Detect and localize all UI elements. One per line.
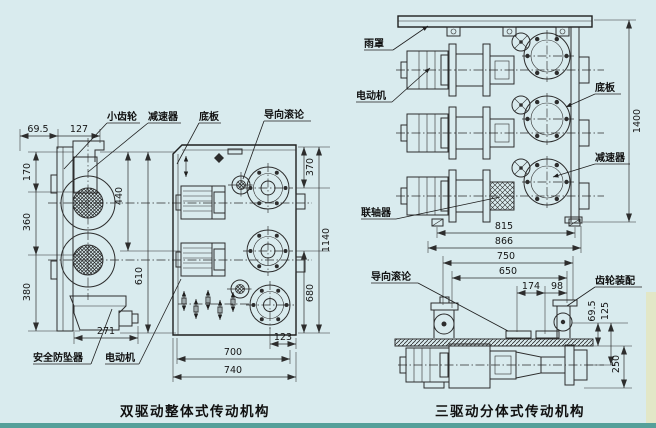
- right-labels: 雨罩 电动机 底板 减速器 联轴器 导向滚论 齿轮装配: [356, 25, 642, 332]
- dim-69-5: 69.5: [27, 124, 48, 135]
- dim-680: 680: [305, 284, 316, 302]
- label-reducer-left: 减速器: [148, 110, 179, 123]
- dim-1400: 1400: [632, 109, 643, 133]
- right-diagram: 69.5 125 250 1400 815 866 750: [356, 15, 643, 420]
- dim-123: 123: [274, 332, 292, 343]
- idler-circle: [227, 279, 253, 299]
- label-motor-left: 电动机: [105, 351, 135, 364]
- label-reducer-right: 减速器: [595, 151, 626, 164]
- dim-360: 360: [22, 213, 33, 231]
- scan-strip-bottom: [0, 423, 656, 428]
- dim-174: 174: [522, 281, 540, 292]
- left-diagram: 69.5 127 170 360 380 271 440 610: [19, 108, 332, 420]
- dim-1140: 1140: [321, 228, 332, 252]
- dim-69-5-right: 69.5: [587, 300, 598, 321]
- motor-plan-upper: [175, 185, 226, 220]
- drive-unit-1: [396, 30, 604, 97]
- dim-98: 98: [551, 281, 563, 292]
- rain-cover-bar: [397, 15, 593, 37]
- right-bottom-view: 69.5 125 250: [394, 296, 632, 389]
- label-base-plate-right: 底板: [595, 81, 616, 94]
- drive-unit-side: [398, 343, 604, 389]
- label-guide-roller-right: 导向滚论: [371, 270, 412, 283]
- pinion-gear-upper: [72, 187, 104, 219]
- label-rain-cover: 雨罩: [364, 38, 384, 50]
- left-dimensions: 69.5 127 170 360 380 271 440 610: [19, 124, 332, 382]
- guide-roller-circle: [228, 172, 254, 198]
- dim-380: 380: [22, 283, 33, 301]
- guide-roller-bracket-right: [552, 299, 578, 338]
- dim-125: 125: [600, 302, 611, 320]
- label-coupling: 联轴器: [361, 206, 392, 219]
- anchor-bolt-symbols: [178, 153, 250, 320]
- dim-866: 866: [495, 236, 513, 247]
- right-dimensions: 1400 815 866 750 650 174 98: [427, 19, 643, 334]
- safety-arrester-device: [69, 295, 139, 331]
- dim-750: 750: [497, 251, 515, 262]
- dim-170: 170: [22, 163, 33, 181]
- reducer-flange-1: [243, 163, 293, 213]
- scan-strip-right: [646, 292, 656, 423]
- dim-650: 650: [499, 266, 517, 277]
- label-safety-arrester: 安全防坠器: [33, 351, 84, 364]
- label-gear-assembly: 齿轮装配: [595, 274, 635, 287]
- drive-unit-2: [396, 93, 604, 160]
- label-small-gear: 小齿轮: [106, 110, 137, 123]
- motor-plan-lower: [175, 242, 226, 277]
- dim-815: 815: [495, 221, 513, 232]
- guide-roller-bracket-left: [430, 296, 459, 338]
- left-plan-view: [172, 144, 306, 336]
- dim-127: 127: [70, 124, 88, 135]
- dim-250: 250: [611, 355, 622, 373]
- dim-700: 700: [224, 347, 242, 358]
- label-base-plate-left: 底板: [199, 110, 220, 123]
- right-caption: 三驱动分体式传动机构: [435, 403, 585, 420]
- drive-unit-3: [396, 156, 604, 227]
- left-labels: 小齿轮 减速器 底板 导向滚论 安全防坠器 电动机: [33, 108, 311, 365]
- dim-610: 610: [134, 267, 145, 285]
- left-side-view: [48, 138, 312, 332]
- pinion-gear-lower: [72, 244, 104, 276]
- left-caption: 双驱动整体式传动机构: [120, 403, 270, 420]
- label-motor-right: 电动机: [356, 89, 386, 102]
- dim-440: 440: [114, 187, 125, 205]
- reducer-flange-2: [243, 226, 293, 276]
- dim-370: 370: [305, 158, 316, 176]
- label-guide-roller-left: 导向滚论: [264, 108, 305, 121]
- dim-271: 271: [97, 326, 115, 337]
- reducer-flange-3: [246, 281, 294, 329]
- dim-740: 740: [224, 365, 242, 376]
